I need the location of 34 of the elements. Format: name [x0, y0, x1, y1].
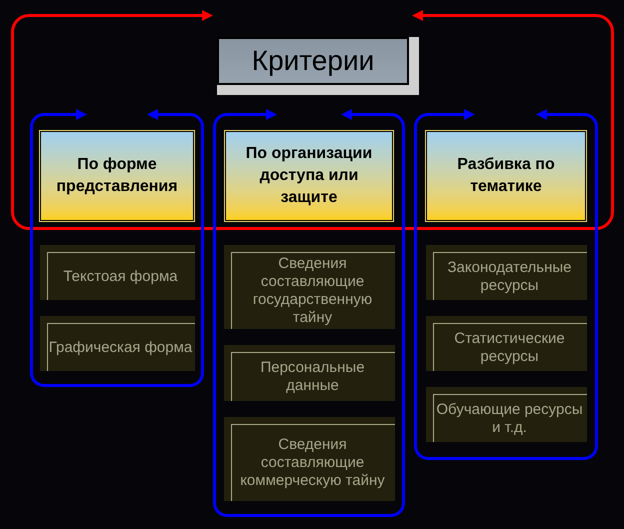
category-header — [224, 130, 394, 222]
category-item — [40, 245, 194, 300]
item-text: Законодательные ресурсы — [446, 258, 573, 294]
header-text: Разбивка по тематике — [456, 155, 556, 197]
title-box — [217, 37, 419, 95]
category-item — [224, 245, 394, 329]
item-text: Сведения составляющие коммерческую тайну — [239, 436, 386, 490]
rounded-frame — [213, 127, 405, 517]
arrow — [30, 109, 87, 128]
arrow — [414, 109, 475, 128]
item-text: Сведения составляющие государственную тайну — [252, 255, 374, 327]
arrow — [213, 109, 277, 128]
category-item — [426, 245, 586, 300]
category-item — [224, 417, 394, 501]
item-text: Обучающие ресурсы и т.д. — [435, 400, 584, 436]
rounded-frame — [30, 127, 204, 387]
item-text: Текстоая форма — [63, 268, 178, 286]
item-text: Персональные данные — [259, 359, 366, 395]
arrow — [341, 109, 405, 128]
frame-line — [29, 227, 596, 230]
item-text: Статистические ресурсы — [453, 330, 566, 366]
category-item — [426, 387, 586, 442]
category-item — [40, 316, 194, 371]
category-header — [425, 130, 587, 222]
arrow — [147, 109, 204, 128]
category-header — [39, 130, 195, 222]
title-text: Критерии — [252, 45, 374, 77]
header-text: По организации доступа или защите — [244, 144, 374, 208]
arrow — [536, 109, 598, 128]
header-text: По форме представления — [55, 155, 179, 197]
category-item — [224, 345, 394, 401]
item-text: Графическая форма — [48, 338, 192, 356]
category-item — [426, 316, 586, 371]
rounded-frame — [414, 127, 598, 460]
